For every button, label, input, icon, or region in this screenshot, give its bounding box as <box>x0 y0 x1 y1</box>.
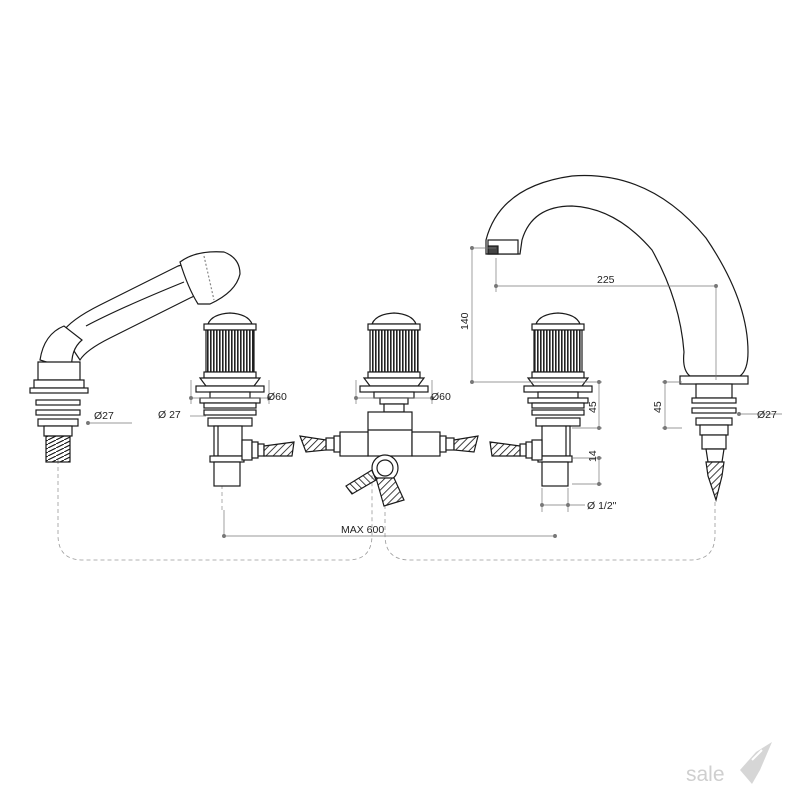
right-valve <box>489 312 593 487</box>
handshower-base-diameter-label: Ø27 <box>94 410 114 422</box>
diverter-left-hose <box>299 435 327 453</box>
center-diverter <box>299 312 479 507</box>
hose-routing-lines <box>57 460 716 561</box>
valve-body-height-label: 45 <box>587 401 599 413</box>
left-valve-dimensions <box>189 380 557 538</box>
spout-height-label: 140 <box>459 312 471 330</box>
left-handle-diameter-label: Ø60 <box>267 391 287 403</box>
spout-base-diameter-label: Ø27 <box>757 409 777 421</box>
handset-grip <box>61 264 203 362</box>
left-valve-ribbed-handle <box>205 329 255 373</box>
hand-shower <box>29 251 241 463</box>
watermark-text: sale <box>686 763 725 786</box>
center-ribbed-handle <box>369 329 419 373</box>
watermark: sale <box>686 742 772 786</box>
spout-reach-label: 225 <box>597 274 615 286</box>
right-valve-ribbed-handle <box>533 329 583 373</box>
watermark-logo-icon <box>740 742 772 784</box>
spout-dimensions <box>470 246 782 430</box>
handshower-dimension <box>86 421 132 425</box>
left-valve <box>195 312 295 487</box>
left-valve-flex-hose <box>263 441 295 457</box>
shank-length-label: 14 <box>587 450 599 462</box>
center-handle-diameter-label: Ø60 <box>431 391 451 403</box>
right-valve-flex-hose <box>489 441 521 457</box>
diverter-right-hose <box>453 435 479 453</box>
handshower-hose-line <box>57 460 373 561</box>
spout-flex-hose <box>705 461 725 503</box>
spout-arc <box>485 174 749 377</box>
spout-base-height-label: 45 <box>652 401 664 413</box>
max-spacing-label: MAX 600 <box>341 524 384 536</box>
right-valve-dimensions <box>470 380 602 512</box>
center-diverter-dimensions <box>354 380 434 404</box>
diverter-bottom-hose <box>375 477 405 507</box>
bath-spout <box>485 174 749 503</box>
spout-hose-line <box>384 470 716 561</box>
thread-size-label: Ø 1/2" <box>587 500 617 512</box>
valve-base-diameter-label: Ø 27 <box>158 409 181 421</box>
shower-head <box>179 251 241 305</box>
